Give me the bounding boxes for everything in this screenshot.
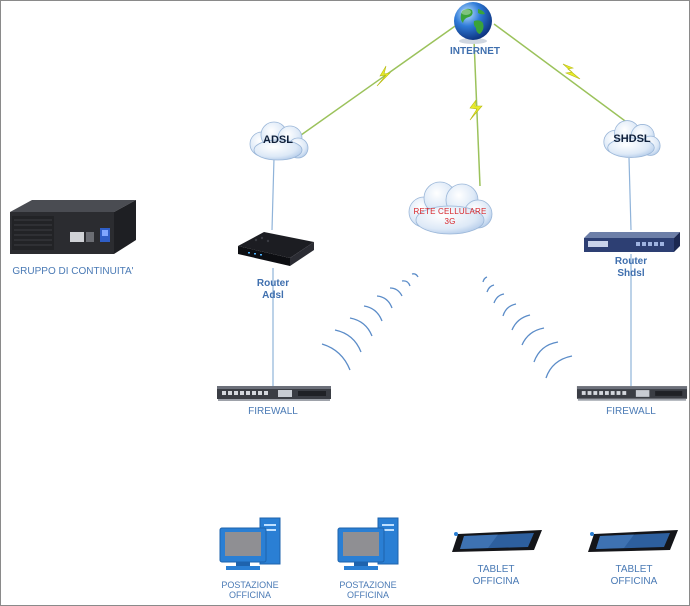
workstation-icon: [337, 517, 399, 570]
wireless-wave-left-3: [349, 317, 373, 337]
wireless-wave-left-2: [334, 329, 362, 353]
lightning-bolt-right: [562, 63, 581, 80]
router-shdsl-label-line2: Shdsl: [617, 268, 645, 279]
workstation-label-line2: OFFICINA: [229, 590, 271, 600]
mobile-network-label-line1: RETE CELLULARE: [413, 207, 487, 216]
workstation-label-line2: OFFICINA: [347, 590, 389, 600]
wireless-wave-right-8: [482, 276, 488, 283]
wireless-wave-right-3: [521, 327, 545, 346]
router-adsl-icon: [238, 232, 314, 266]
router-adsl-label-line1: Router: [256, 278, 290, 289]
link-internet-adsl: [293, 23, 459, 141]
link-adsl-router: [271, 157, 275, 231]
router-shdsl-icon: [584, 232, 680, 252]
ups-icon: [10, 200, 136, 254]
firewall-left-icon: [217, 386, 331, 401]
wireless-wave-right-6: [493, 293, 505, 304]
ups-label: GRUPPO DI CONTINUITA': [12, 266, 134, 277]
shdsl-cloud-label: SHDSL: [613, 133, 651, 145]
wireless-wave-left-5: [376, 295, 393, 309]
link-shdsl-router: [628, 157, 632, 231]
lightning-bolt-center: [469, 99, 483, 121]
shdsl-cloud: [603, 120, 661, 158]
wireless-wave-right-4: [511, 314, 531, 331]
wireless-wave-right-1: [545, 355, 573, 379]
wireless-wave-right-7: [486, 284, 495, 293]
wireless-wave-left-4: [363, 305, 383, 322]
mobile-network-label-line2: 3G: [444, 217, 456, 226]
wireless-wave-left-1: [321, 343, 351, 371]
wireless-wave-left-7: [401, 280, 411, 287]
firewall-right-icon: [576, 386, 688, 401]
tablet-label-line1: TABLET: [615, 564, 653, 575]
tablet-label-line2: OFFICINA: [472, 576, 520, 587]
wireless-wave-left-6: [389, 287, 403, 297]
lightning-bolt-left: [376, 65, 391, 87]
globe-icon: [454, 2, 492, 44]
link-internet-mobile: [473, 39, 481, 187]
tablet-label-line1: TABLET: [477, 564, 515, 575]
router-shdsl-label-line1: Router: [614, 256, 648, 267]
wireless-wave-right-2: [533, 341, 559, 363]
workstation-label-line1: POSTAZIONE: [339, 580, 397, 590]
mobile-network-cloud: [408, 181, 493, 235]
router-adsl-label-line2: Adsl: [262, 290, 284, 301]
workstation-label-line1: POSTAZIONE: [221, 580, 279, 590]
tablet-icon: [588, 530, 678, 552]
tablet-icon: [452, 530, 542, 552]
firewall-right-label: FIREWALL: [606, 406, 656, 417]
tablet-label-line2: OFFICINA: [610, 576, 658, 587]
wireless-wave-right-5: [502, 303, 517, 317]
adsl-cloud-label: ADSL: [263, 134, 293, 146]
adsl-cloud: [249, 121, 309, 161]
workstation-icon: [219, 517, 281, 570]
wireless-wave-left-8: [411, 273, 419, 278]
firewall-left-label: FIREWALL: [248, 406, 298, 417]
internet-label: INTERNET: [450, 46, 500, 57]
link-internet-shdsl: [493, 23, 641, 133]
